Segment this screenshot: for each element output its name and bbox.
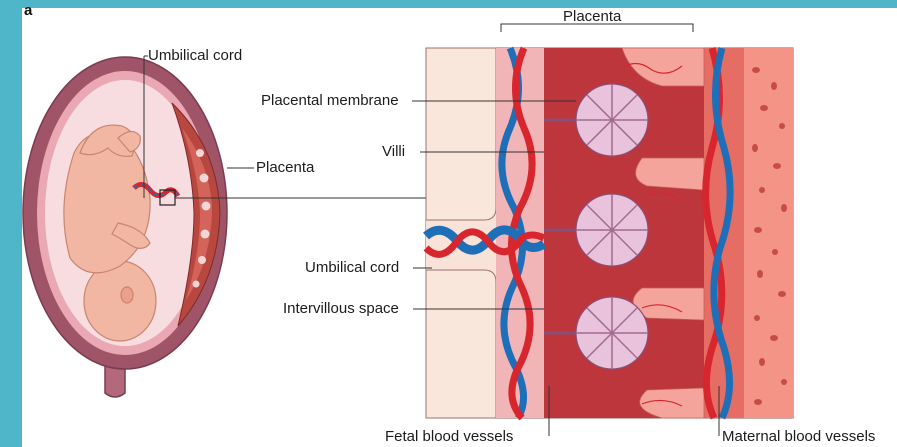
label-fetal-blood-vessels: Fetal blood vessels bbox=[385, 428, 513, 446]
label-intervillous-space: Intervillous space bbox=[283, 300, 399, 318]
placenta-illustration bbox=[22, 8, 897, 447]
label-umbilical-cord-left: Umbilical cord bbox=[148, 47, 242, 65]
label-placental-membrane: Placental membrane bbox=[261, 92, 399, 110]
maternal-tissue bbox=[744, 48, 793, 418]
placenta-cross-section bbox=[426, 48, 793, 418]
label-placenta-left: Placenta bbox=[256, 159, 314, 177]
label-placenta-top: Placenta bbox=[563, 8, 621, 26]
label-villi: Villi bbox=[382, 143, 405, 161]
label-maternal-blood-vessels: Maternal blood vessels bbox=[722, 428, 875, 446]
label-umbilical-cord-right: Umbilical cord bbox=[305, 259, 399, 277]
figure-canvas: a bbox=[22, 8, 897, 447]
villi-trees bbox=[576, 84, 648, 369]
